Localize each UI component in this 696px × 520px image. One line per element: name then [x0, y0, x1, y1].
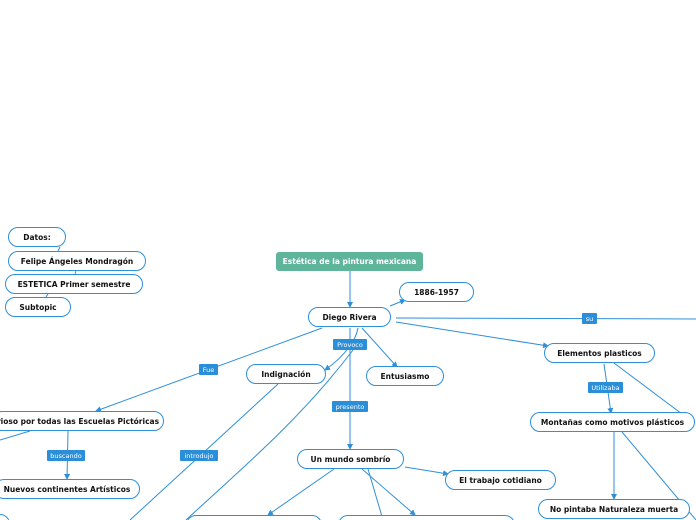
nuevos-continentes-node[interactable]: Nuevos continentes Artísticos	[0, 479, 140, 499]
link-label-buscando: buscando	[47, 450, 85, 461]
datos-node[interactable]: Datos:	[8, 227, 66, 247]
connector-line	[74, 270, 77, 275]
elementos-plasticos-node[interactable]: Elementos plasticos	[544, 343, 655, 363]
connector-line	[395, 321, 549, 349]
naturaleza-muerta-node[interactable]: No pintaba Naturaleza muerta	[538, 499, 690, 519]
connector-line	[267, 468, 335, 516]
connector-line	[613, 362, 691, 421]
link-label-provoco: Provoco	[333, 339, 367, 350]
partial-node[interactable]	[186, 515, 322, 520]
link-label-su: su	[582, 313, 597, 324]
diego-rivera-node[interactable]: Diego Rivera	[308, 307, 391, 327]
trabajo-cotidiano-node[interactable]: El trabajo cotidiano	[445, 470, 556, 490]
partial-node[interactable]	[338, 515, 515, 520]
connector-line	[404, 466, 449, 477]
link-label-introdujo: introdujo	[180, 450, 218, 461]
connector-line	[185, 349, 354, 520]
escuelas-node[interactable]: rioso por todas las Escuelas Pictóricas	[0, 411, 164, 431]
link-label-presento: presento	[332, 401, 368, 412]
connector-line	[361, 468, 416, 516]
link-label-fue: Fue	[199, 364, 218, 375]
course-node[interactable]: ESTETICA Primer semestre	[5, 274, 143, 294]
author-node[interactable]: Felipe Ángeles Mondragón	[8, 251, 146, 271]
connector-line	[57, 246, 61, 252]
subtopic-node[interactable]: Subtopic	[5, 297, 71, 317]
root-node[interactable]: Estética de la pintura mexicana	[276, 252, 423, 271]
connector-line	[389, 299, 406, 307]
connector-line	[45, 293, 49, 298]
connector-line	[361, 327, 398, 368]
connector-line	[395, 317, 696, 320]
years-node[interactable]: 1886-1957	[399, 282, 474, 302]
connector-line	[0, 430, 31, 441]
un-mundo-sombrio-node[interactable]: Un mundo sombrío	[297, 449, 404, 469]
link-label-utilizaba: Utilizaba	[588, 382, 623, 393]
indignacion-node[interactable]: Indignación	[246, 364, 326, 384]
montanas-node[interactable]: Montañas como motivos plásticos	[530, 412, 695, 432]
entusiasmo-node[interactable]: Entusiasmo	[366, 366, 444, 386]
connector-line	[367, 468, 384, 520]
